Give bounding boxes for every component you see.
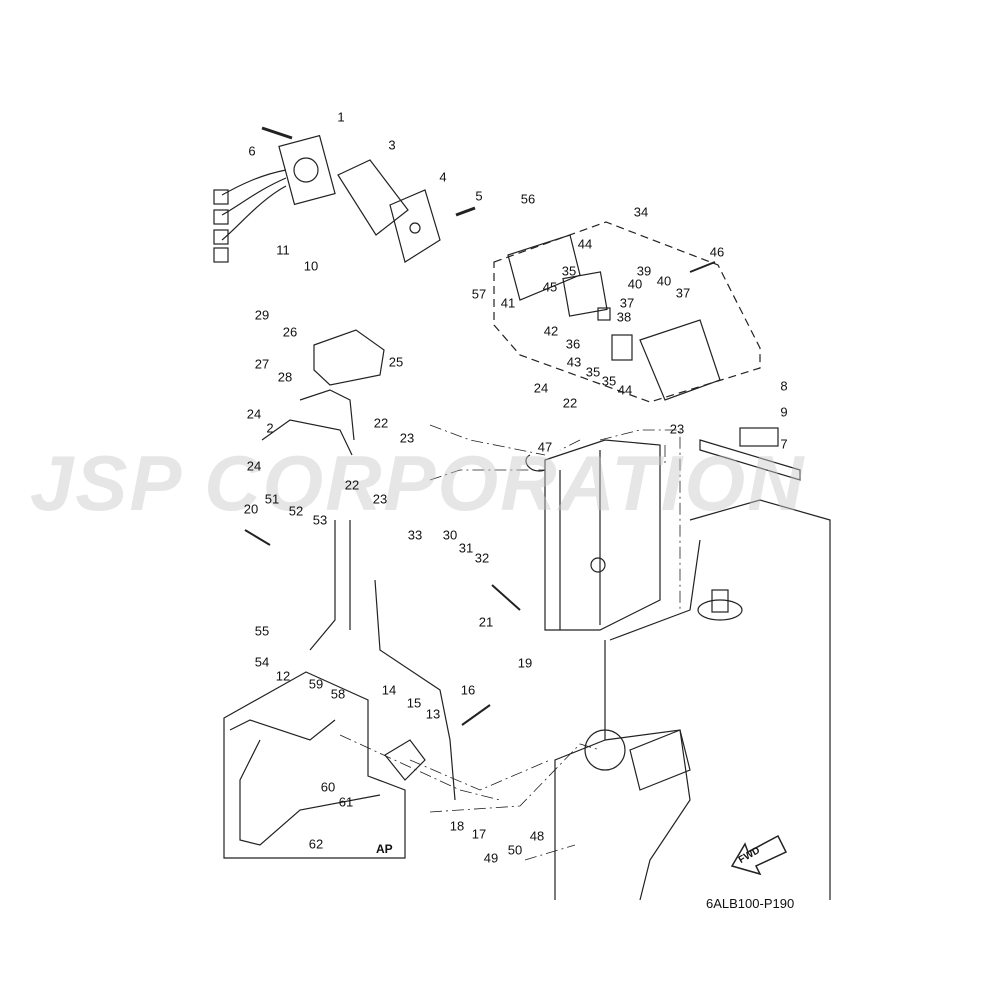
part-callout-43: 43 <box>566 354 582 370</box>
part-callout-40: 40 <box>627 276 643 292</box>
wire-harness <box>309 520 456 801</box>
ecm-parts <box>507 234 721 401</box>
part-callout-59: 59 <box>308 676 324 692</box>
part-callout-38: 38 <box>616 309 632 325</box>
part-callout-16: 16 <box>460 682 476 698</box>
part-callout-24: 24 <box>246 406 262 422</box>
rectifier-regulator-part <box>213 126 336 263</box>
part-callout-22: 22 <box>344 477 360 493</box>
part-callout-51: 51 <box>264 491 280 507</box>
part-callout-24: 24 <box>246 458 262 474</box>
cable-ties <box>244 529 521 726</box>
part-callout-21: 21 <box>478 614 494 630</box>
part-callout-54: 54 <box>254 654 270 670</box>
gasket-part <box>337 159 409 236</box>
part-callout-56: 56 <box>520 191 536 207</box>
part-callout-35: 35 <box>561 263 577 279</box>
part-callout-55: 55 <box>254 623 270 639</box>
part-callout-1: 1 <box>337 109 345 125</box>
part-callout-57: 57 <box>471 286 487 302</box>
part-callout-44: 44 <box>617 382 633 398</box>
part-callout-12: 12 <box>275 668 291 684</box>
part-callout-27: 27 <box>254 356 270 372</box>
junction-box-part <box>525 439 661 631</box>
part-callout-32: 32 <box>474 550 490 566</box>
part-callout-29: 29 <box>254 307 270 323</box>
terminal-13 <box>384 739 426 781</box>
engine-block <box>554 427 831 901</box>
cable-2 <box>261 389 355 456</box>
part-callout-15: 15 <box>406 695 422 711</box>
battery-cable-62 <box>229 719 381 846</box>
part-callout-37: 37 <box>619 295 635 311</box>
part-callout-5: 5 <box>475 188 483 204</box>
part-callout-13: 13 <box>425 706 441 722</box>
part-callout-28: 28 <box>277 369 293 385</box>
part-callout-30: 30 <box>442 527 458 543</box>
part-callout-53: 53 <box>312 512 328 528</box>
part-callout-37: 37 <box>675 285 691 301</box>
part-callout-22: 22 <box>373 415 389 431</box>
part-callout-4: 4 <box>439 169 447 185</box>
part-callout-11: 11 <box>276 242 290 258</box>
part-callout-33: 33 <box>407 527 423 543</box>
part-callout-60: 60 <box>320 779 336 795</box>
diagram-code: 6ALB100-P190 <box>706 896 795 911</box>
ap-group-label: AP <box>376 842 393 856</box>
part-callout-9: 9 <box>780 404 788 420</box>
part-callout-19: 19 <box>517 655 533 671</box>
part-callout-62: 62 <box>308 836 324 852</box>
part-callout-10: 10 <box>303 258 319 274</box>
part-callout-2: 2 <box>266 420 274 436</box>
part-callout-14: 14 <box>381 682 397 698</box>
part-callout-26: 26 <box>282 324 298 340</box>
bolt-5 <box>455 206 476 217</box>
part-callout-61: 61 <box>338 794 354 810</box>
part-callout-39: 39 <box>636 263 652 279</box>
part-callout-48: 48 <box>529 828 545 844</box>
part-callout-24: 24 <box>533 380 549 396</box>
part-callout-8: 8 <box>780 378 788 394</box>
part-callout-23: 23 <box>372 491 388 507</box>
watermark: JSP CORPORATION <box>30 439 806 527</box>
group-box-ap <box>223 671 406 859</box>
part-callout-6: 6 <box>248 143 256 159</box>
part-callout-45: 45 <box>542 279 558 295</box>
part-callout-41: 41 <box>500 295 516 311</box>
part-callout-47: 47 <box>537 439 553 455</box>
part-callout-23: 23 <box>669 421 685 437</box>
fwd-arrow-icon <box>730 834 788 876</box>
part-callout-34: 34 <box>633 204 649 220</box>
part-callout-52: 52 <box>288 503 304 519</box>
part-callout-23: 23 <box>399 430 415 446</box>
part-callout-35: 35 <box>601 373 617 389</box>
part-callout-22: 22 <box>562 395 578 411</box>
part-callout-20: 20 <box>243 501 259 517</box>
relay-part <box>313 329 385 386</box>
group-box-34 <box>493 221 761 403</box>
part-callout-18: 18 <box>449 818 465 834</box>
part-callout-49: 49 <box>483 850 499 866</box>
part-callout-7: 7 <box>780 436 788 452</box>
part-callout-35: 35 <box>585 364 601 380</box>
part-callout-58: 58 <box>330 686 346 702</box>
part-callout-31: 31 <box>458 540 474 556</box>
bracket-part <box>389 189 441 263</box>
part-callout-25: 25 <box>388 354 404 370</box>
part-callout-46: 46 <box>709 244 725 260</box>
part-callout-17: 17 <box>471 826 487 842</box>
part-callout-40: 40 <box>656 273 672 289</box>
part-callout-44: 44 <box>577 236 593 252</box>
part-callout-36: 36 <box>565 336 581 352</box>
part-callout-42: 42 <box>543 323 559 339</box>
part-callout-3: 3 <box>388 137 396 153</box>
part-callout-50: 50 <box>507 842 523 858</box>
